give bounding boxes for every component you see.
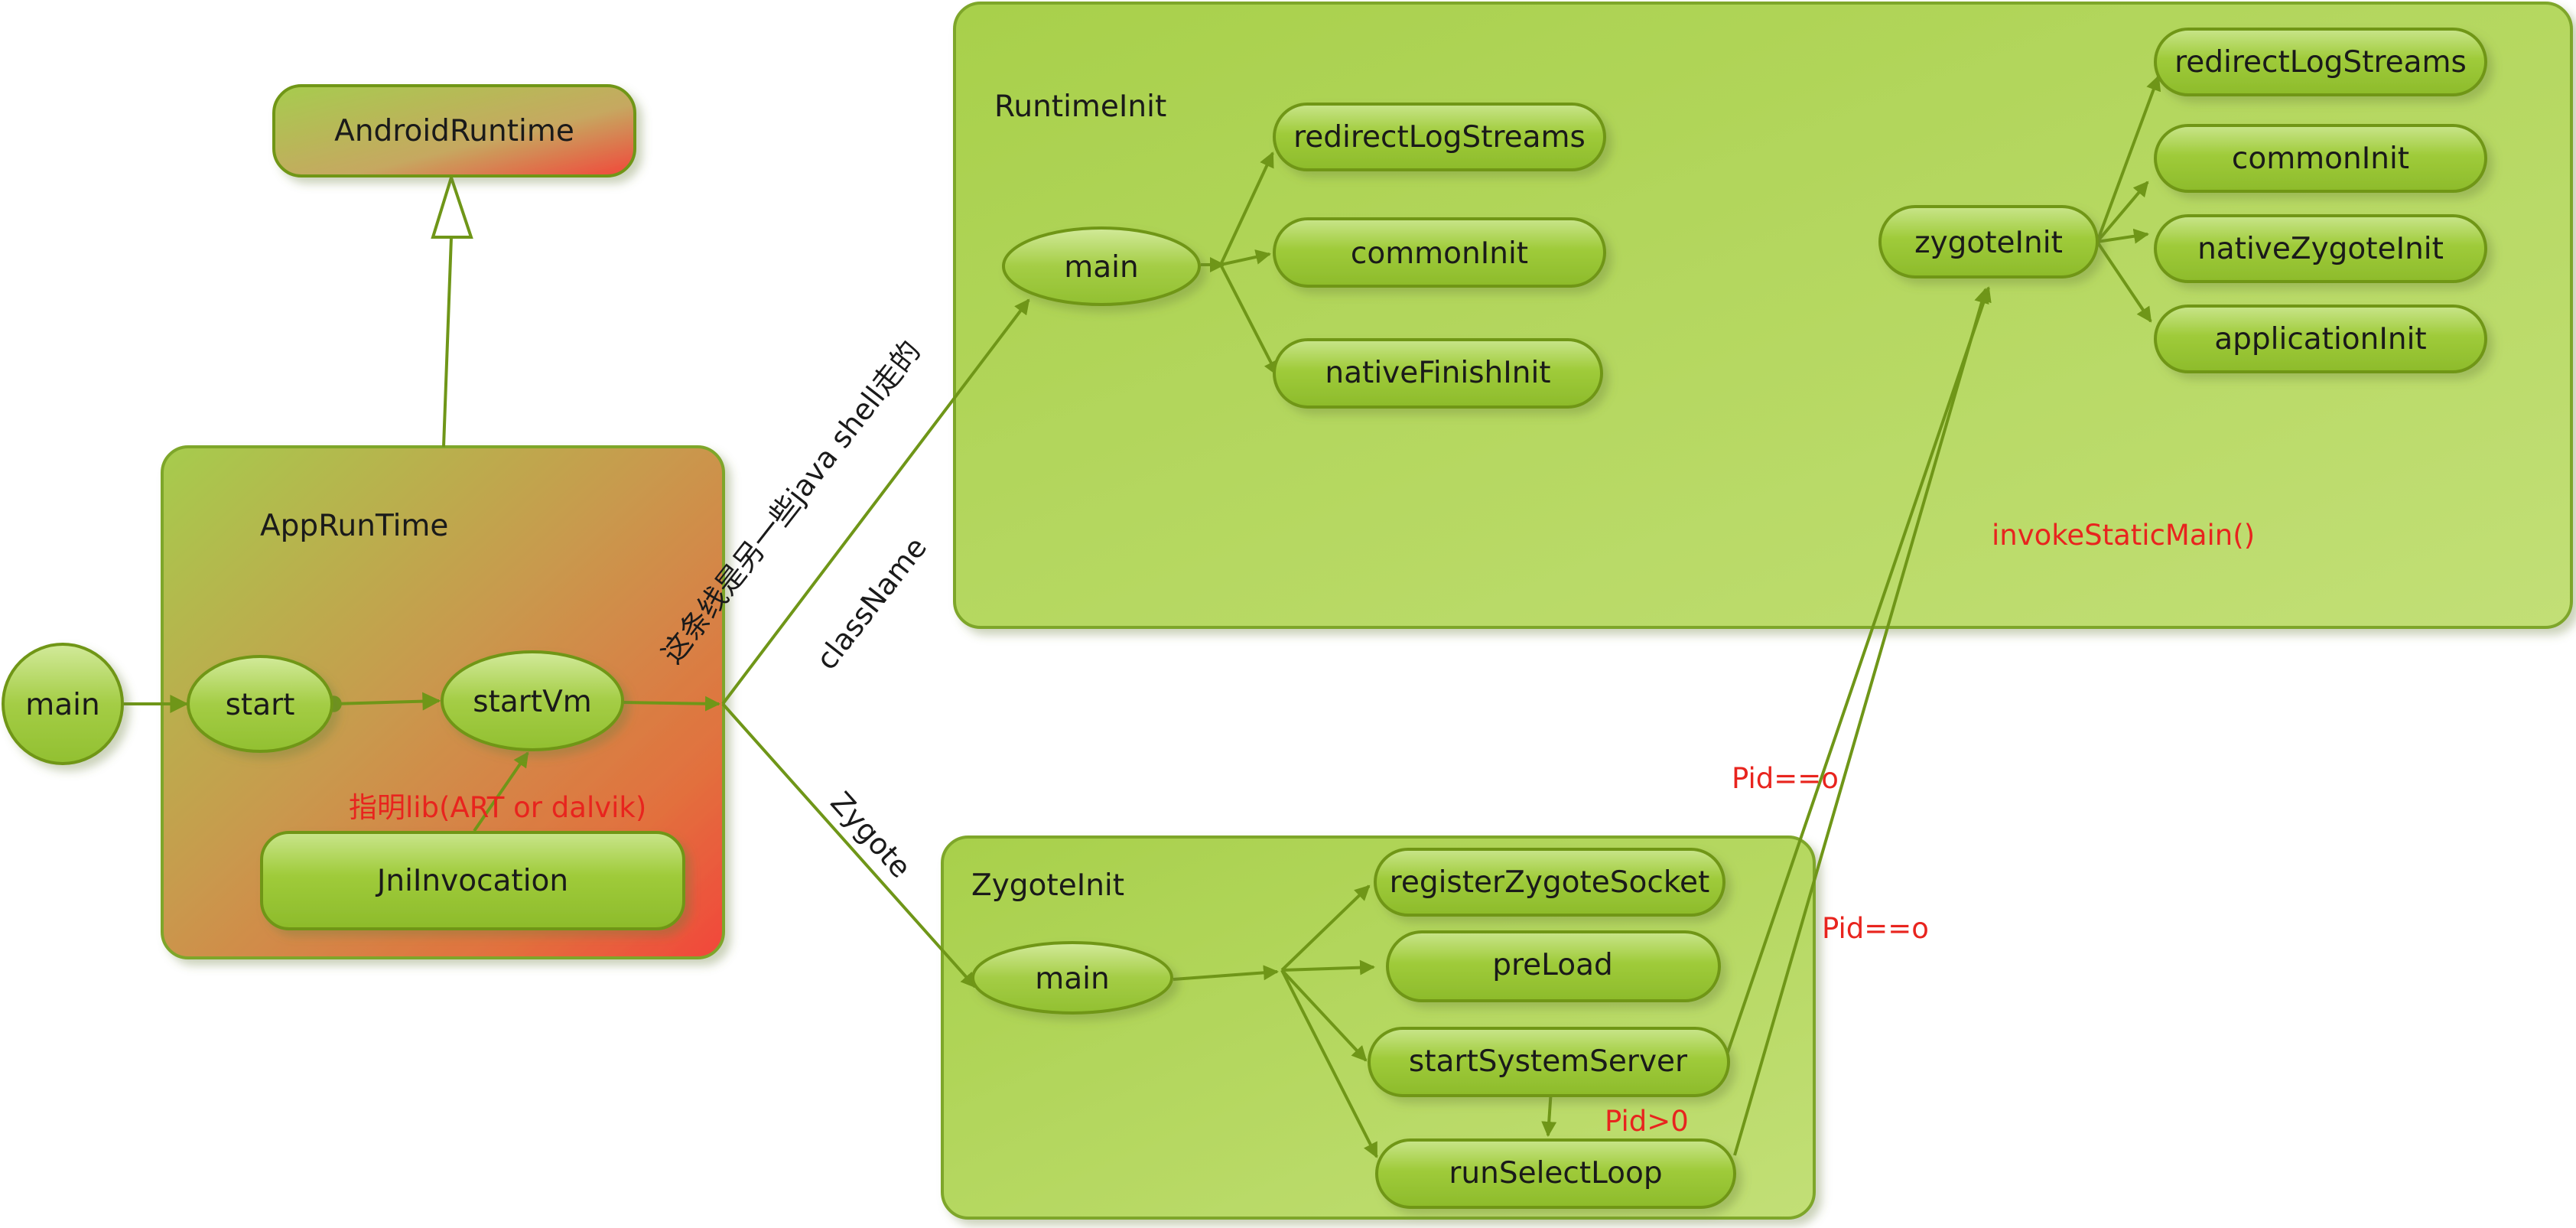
node-label: startVm (473, 685, 592, 719)
inherit-arrowhead (431, 172, 473, 239)
node-label: main (25, 688, 99, 722)
edge-zy-startsys (1280, 969, 1368, 1062)
edge-startvm-hub (622, 695, 720, 712)
edges (124, 75, 2161, 1158)
node-label: runSelectLoop (1449, 1156, 1662, 1191)
node-zy-register: registerZygoteSocket (1374, 848, 1725, 917)
edge-hub-zymain (721, 702, 977, 989)
node-zi-native-zygote: nativeZygoteInit (2154, 214, 2487, 283)
annotation-pid-eq-1: Pid==o (1732, 762, 1839, 795)
edge-start-startvm (325, 692, 441, 712)
edge-zy-preload (1281, 959, 1375, 976)
node-label: zygoteInit (1914, 226, 2063, 260)
node-label: preLoad (1492, 948, 1613, 982)
node-zy-main: main (971, 941, 1173, 1015)
edge-zi-common (2096, 181, 2149, 243)
edge-zi-nativezygote (2096, 228, 2149, 244)
node-label: main (1035, 962, 1109, 996)
node-zy-run-select-loop: runSelectLoop (1375, 1138, 1736, 1209)
container-title: RuntimeInit (994, 90, 1166, 124)
node-label: startSystemServer (1409, 1044, 1688, 1079)
edge-jni-startvm (473, 751, 529, 832)
edge-zi-redirect (2096, 75, 2161, 243)
edge-rt-common (1220, 249, 1271, 266)
node-zi-redirect: redirectLogStreams (2154, 28, 2487, 96)
node-label: redirectLogStreams (1293, 120, 1586, 155)
container-title: AppRunTime (260, 509, 448, 543)
edge-runselect-zygoteinit (1733, 288, 1989, 1156)
annotation-lib: 指明lib(ART or dalvik) (349, 791, 646, 824)
node-label: AndroidRuntime (334, 114, 574, 148)
edge-inherit (442, 236, 453, 448)
node-label: commonInit (1351, 236, 1528, 271)
annotation-pid-eq-2: Pid==o (1822, 912, 1929, 945)
edge-zymain-hub (1173, 965, 1279, 981)
edge-zy-register (1280, 884, 1371, 972)
node-label: commonInit (2232, 142, 2409, 176)
node-zi-common: commonInit (2154, 124, 2487, 193)
node-zy-start-system-server: startSystemServer (1368, 1027, 1730, 1097)
node-label: main (1064, 250, 1138, 285)
node-jni-invocation: JniInvocation (260, 831, 685, 930)
node-label: registerZygoteSocket (1390, 865, 1710, 900)
node-zi-application: applicationInit (2154, 305, 2487, 373)
container-title: ZygoteInit (971, 868, 1124, 903)
edge-zi-application (2096, 240, 2152, 323)
node-main-entry: main (2, 643, 124, 765)
node-label: nativeZygoteInit (2197, 232, 2444, 266)
node-startvm: startVm (441, 650, 624, 751)
edge-hub-rtmain (721, 298, 1030, 705)
node-zygote-init: zygoteInit (1878, 205, 2099, 278)
node-label: applicationInit (2214, 322, 2426, 357)
node-zy-preload: preLoad (1386, 930, 1721, 1002)
edge-rt-redirect (1219, 151, 1274, 265)
node-start: start (187, 655, 333, 753)
node-label: redirectLogStreams (2174, 45, 2467, 80)
annotation-invoke-static-main: invokeStaticMain() (1992, 519, 2255, 552)
annotation-pid-gt: Pid>0 (1605, 1105, 1689, 1138)
node-label: nativeFinishInit (1325, 356, 1550, 390)
edge-label-classname: className (809, 531, 933, 676)
node-android-runtime: AndroidRuntime (272, 84, 636, 178)
node-rt-native-finish: nativeFinishInit (1273, 338, 1603, 409)
node-label: JniInvocation (375, 864, 568, 898)
edge-zy-runselect (1280, 969, 1378, 1158)
edge-startsys-zygoteinit (1725, 286, 1992, 1055)
edge-rt-nativefinish (1219, 264, 1279, 376)
node-label: start (226, 688, 295, 722)
node-rt-main: main (1002, 226, 1201, 306)
node-rt-redirect: redirectLogStreams (1273, 103, 1606, 171)
node-rt-common: commonInit (1273, 217, 1606, 288)
